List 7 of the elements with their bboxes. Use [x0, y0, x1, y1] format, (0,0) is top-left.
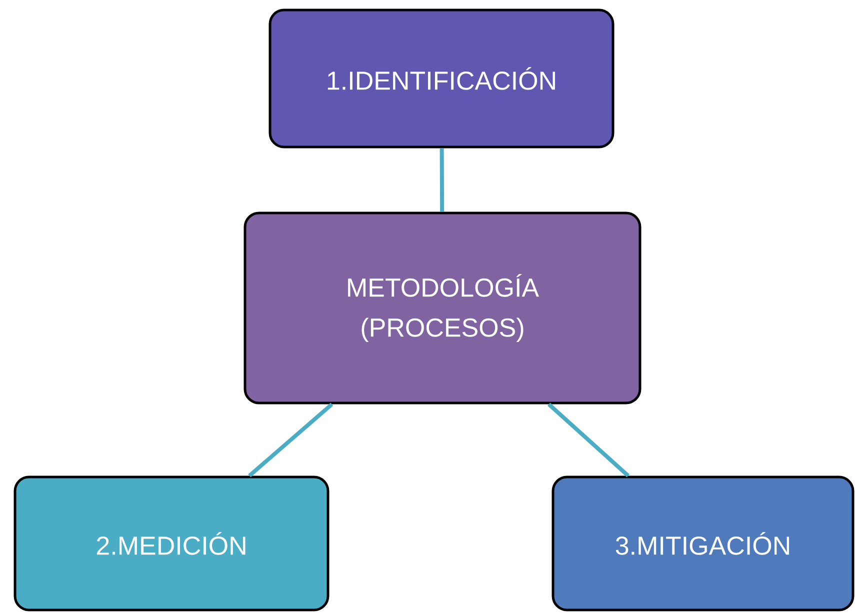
process-box: 2.MEDICIÓN	[14, 476, 330, 612]
connector-line	[547, 402, 630, 478]
process-box: METODOLOGÍA (PROCESOS)	[244, 212, 642, 404]
process-box: 3.MITIGACIÓN	[552, 476, 854, 612]
connector-line	[248, 402, 334, 478]
connector-line	[440, 148, 444, 212]
process-box: 1.IDENTIFICACIÓN	[268, 8, 614, 148]
